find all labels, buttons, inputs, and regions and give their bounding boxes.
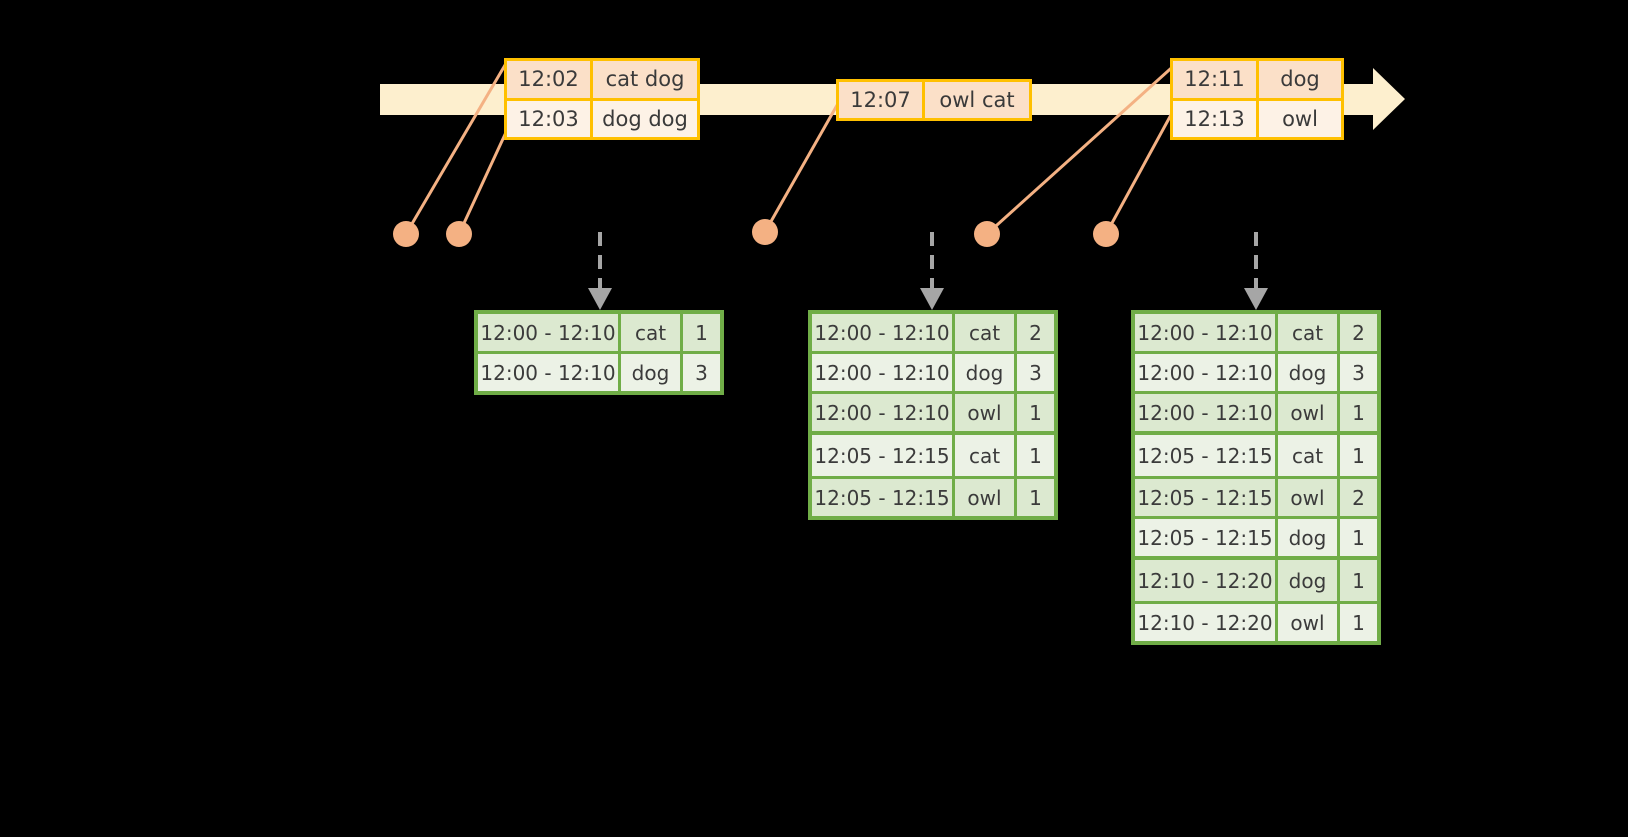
count-cell: 1 [1017,479,1054,516]
window-cell: 12:10 - 12:20 [1135,604,1278,641]
key-cell: dog [1278,519,1340,556]
key-cell: owl [955,394,1017,431]
count-cell: 3 [683,354,720,391]
window-cell: 12:05 - 12:15 [1135,519,1278,556]
window-cell: 12:05 - 12:15 [1135,479,1278,516]
event-row[interactable]: 12:07 owl cat [839,82,1029,118]
event-value: owl [1259,100,1341,137]
event-time: 12:03 [507,100,593,137]
window-cell: 12:00 - 12:10 [478,354,621,391]
count-cell: 1 [1340,560,1377,601]
connector-dot-4 [974,221,1000,247]
connector-dot-3 [752,219,778,245]
event-time: 12:13 [1173,100,1259,137]
count-cell: 3 [1340,354,1377,391]
window-cell: 12:00 - 12:10 [1135,314,1278,351]
emit-arrow-3-head [1244,288,1268,310]
window-cell: 12:00 - 12:10 [1135,394,1278,431]
count-cell: 3 [1017,354,1054,391]
count-cell: 2 [1017,314,1054,351]
key-cell: cat [1278,314,1340,351]
window-cell: 12:10 - 12:20 [1135,560,1278,601]
count-cell: 1 [683,314,720,351]
window-cell: 12:00 - 12:10 [812,394,955,431]
window-cell: 12:05 - 12:15 [812,479,955,516]
event-row[interactable]: 12:03 dog dog [507,97,697,137]
key-cell: owl [1278,604,1340,641]
key-cell: cat [955,314,1017,351]
timeline-arrowhead [1373,68,1405,130]
key-cell: owl [955,479,1017,516]
window-cell: 12:05 - 12:15 [1135,435,1278,476]
event-row[interactable]: 12:13 owl [1173,97,1341,137]
event-row[interactable]: 12:11 dog [1173,61,1341,98]
connector-dot-5 [1093,221,1119,247]
window-cell: 12:00 - 12:10 [812,314,955,351]
event-value: dog [1259,61,1341,98]
event-value: dog dog [593,100,697,137]
window-cell: 12:05 - 12:15 [812,435,955,476]
connector-line-5 [1104,101,1180,235]
count-cell: 1 [1340,435,1377,476]
key-cell: cat [621,314,683,351]
window-cell: 12:00 - 12:10 [478,314,621,351]
key-cell: owl [1278,394,1340,431]
key-cell: owl [1278,479,1340,516]
count-cell: 2 [1340,314,1377,351]
event-value: owl cat [925,82,1029,118]
count-cell: 2 [1340,479,1377,516]
count-cell: 1 [1017,435,1054,476]
key-cell: dog [955,354,1017,391]
count-cell: 1 [1340,519,1377,556]
event-value: cat dog [593,61,697,98]
count-cell: 1 [1340,394,1377,431]
emit-arrow-1-head [588,288,612,310]
key-cell: dog [1278,560,1340,601]
key-cell: dog [621,354,683,391]
event-time: 12:07 [839,82,925,118]
emit-arrow-2-head [920,288,944,310]
connector-line-2 [457,127,510,235]
count-cell: 1 [1017,394,1054,431]
event-group-1[interactable]: 12:02 cat dog 12:03 dog dog [504,58,700,140]
event-row[interactable]: 12:02 cat dog [507,61,697,98]
event-time: 12:11 [1173,61,1259,98]
connector-line-3 [763,99,842,233]
event-group-2[interactable]: 12:07 owl cat [836,79,1032,121]
key-cell: cat [1278,435,1340,476]
window-cell: 12:00 - 12:10 [1135,354,1278,391]
key-cell: dog [1278,354,1340,391]
connector-dot-1 [393,221,419,247]
count-cell: 1 [1340,604,1377,641]
key-cell: cat [955,435,1017,476]
event-group-3[interactable]: 12:11 dog 12:13 owl [1170,58,1344,140]
window-cell: 12:00 - 12:10 [812,354,955,391]
connector-dot-2 [446,221,472,247]
event-time: 12:02 [507,61,593,98]
